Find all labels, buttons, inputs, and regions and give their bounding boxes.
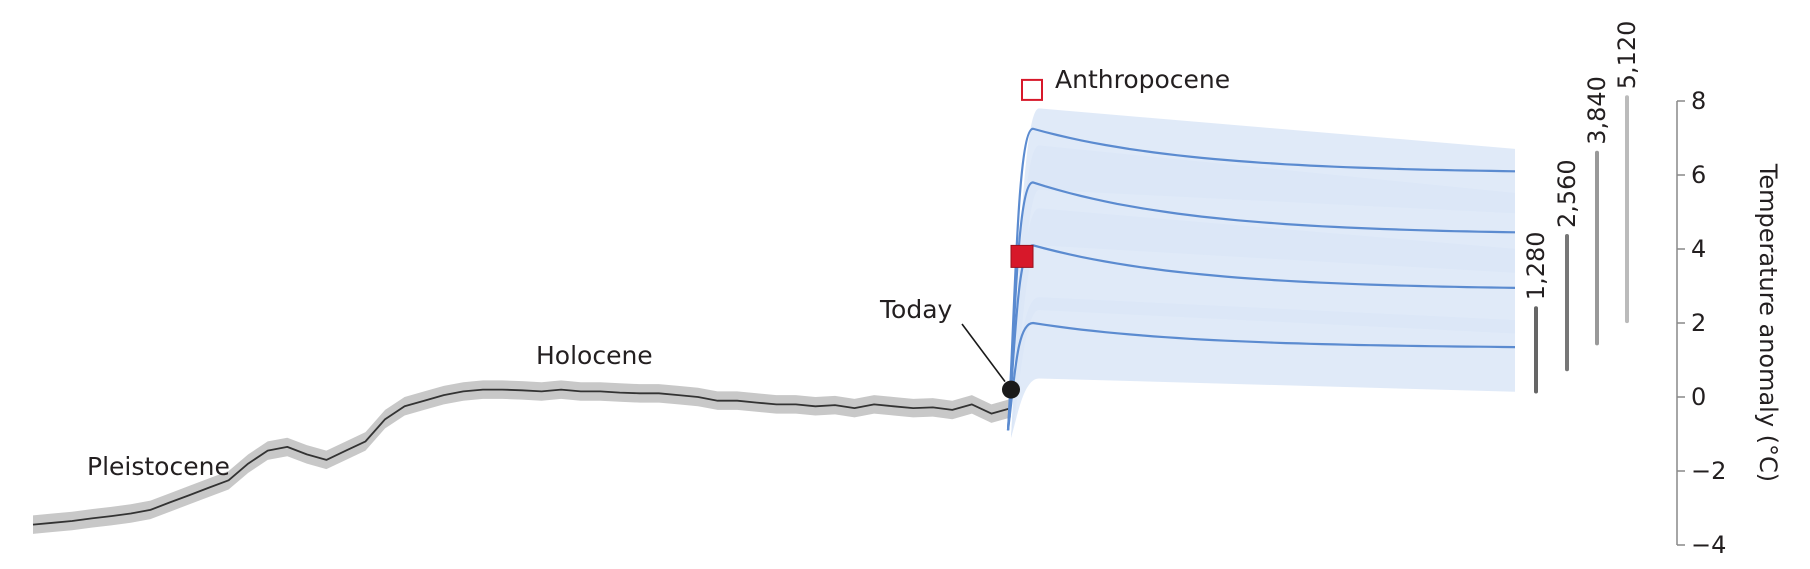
marker-layer <box>961 78 1043 399</box>
projection-band-3 <box>1011 145 1515 438</box>
history-line <box>32 388 1012 526</box>
projection-line-2 <box>1006 244 1516 431</box>
y-tick-label-5: −2 <box>1691 457 1726 485</box>
projection-bands <box>1011 108 1515 438</box>
anthropocene-open-marker <box>1021 78 1043 101</box>
y-tick-label-6: −4 <box>1691 531 1726 559</box>
anthropocene-label: Anthropocene <box>1055 65 1230 94</box>
emission-bar-label-3: 3,840 <box>1583 76 1611 145</box>
emission-bar-label-2: 2,560 <box>1553 159 1581 228</box>
y-tick-label-1: 6 <box>1691 161 1706 189</box>
y-tick-label-2: 4 <box>1691 235 1706 263</box>
y-axis: 8 6 4 2 0 −2 −4 Temperature anomaly (°C) <box>1676 87 1782 559</box>
emission-bar-label-4: 5,120 <box>1613 21 1641 90</box>
projection-band-4 <box>1011 108 1515 438</box>
y-axis-title: Temperature anomaly (°C) <box>1754 163 1782 482</box>
today-label: Today <box>879 295 953 324</box>
projection-line-1 <box>1006 321 1516 431</box>
projection-band-1 <box>1011 297 1515 438</box>
today-point <box>1002 380 1020 399</box>
today-leader-line <box>961 323 1006 383</box>
y-tick-label-0: 8 <box>1691 87 1706 115</box>
projection-line-4 <box>1006 127 1516 431</box>
y-tick-label-3: 2 <box>1691 309 1706 337</box>
history-layer <box>32 380 1012 534</box>
history-uncertainty-band <box>33 380 1011 534</box>
emission-bar-label-1: 1,280 <box>1522 231 1550 300</box>
holocene-label: Holocene <box>536 341 653 370</box>
filled-square-marker <box>1010 244 1034 268</box>
pleistocene-label: Pleistocene <box>87 452 230 481</box>
y-tick-label-4: 0 <box>1691 383 1706 411</box>
